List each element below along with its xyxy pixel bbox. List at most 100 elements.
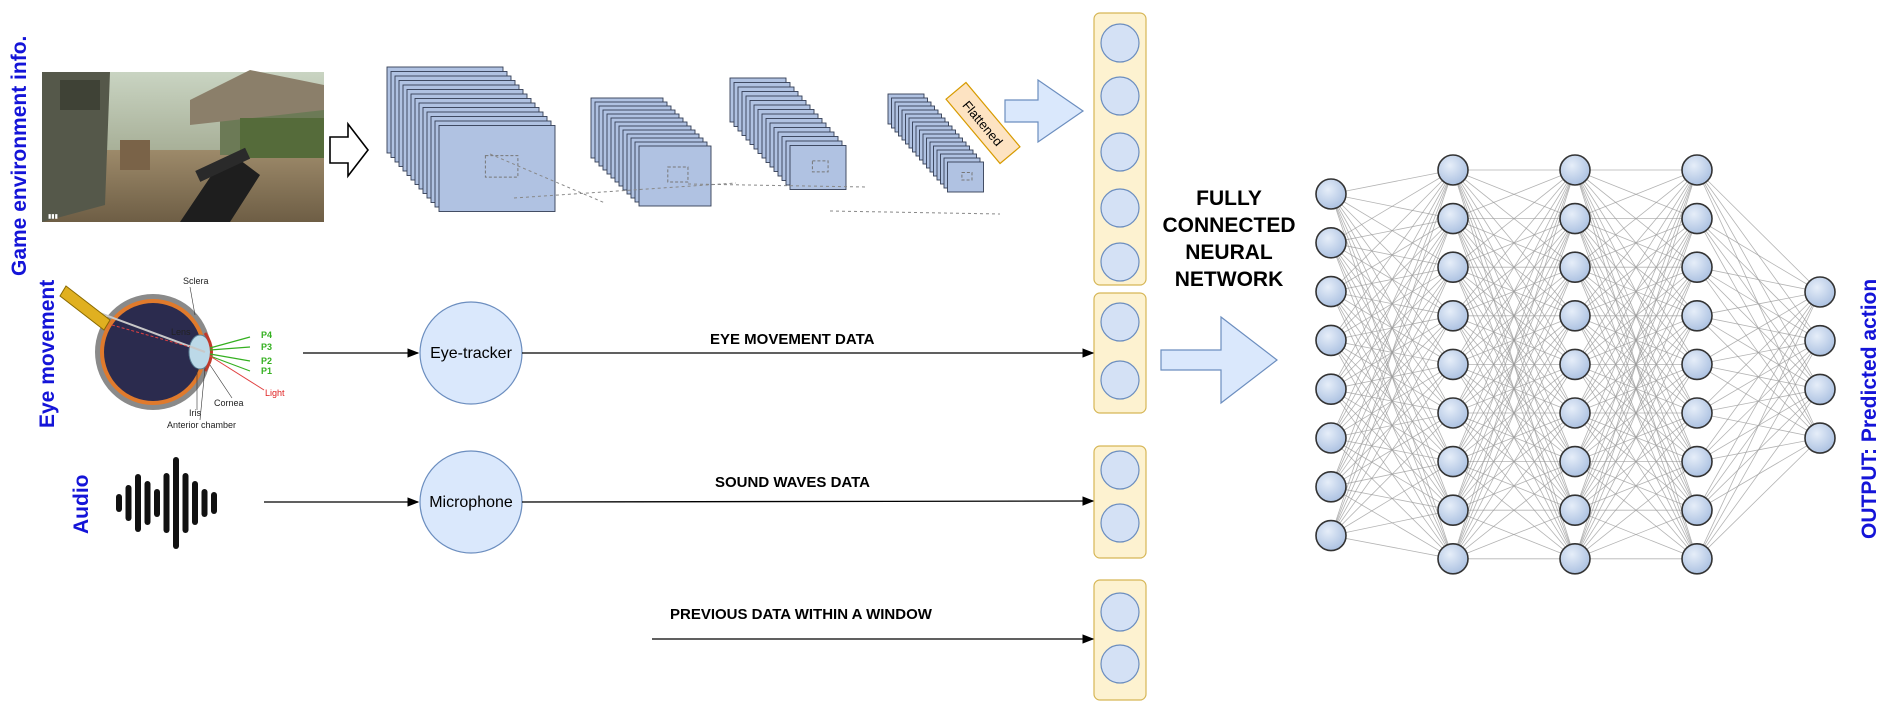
- network-neuron: [1437, 542, 1469, 575]
- network-neuron: [1681, 348, 1713, 381]
- network-edge: [1330, 315, 1454, 536]
- network-edge: [1452, 461, 1576, 560]
- network-neuron: [1437, 154, 1469, 186]
- network-edge: [1452, 169, 1576, 462]
- wave-bar: [211, 492, 217, 514]
- cnn-feature-maps: [386, 66, 1001, 215]
- network-edge: [1330, 169, 1454, 390]
- network-edge: [1696, 218, 1821, 293]
- network-neuron: [1315, 227, 1347, 259]
- network-neuron: [1681, 202, 1713, 235]
- wave-bar: [182, 473, 189, 533]
- game-screenshot: ▮▮▮: [42, 70, 324, 222]
- network-edge: [1574, 315, 1698, 559]
- lens-label: Lens: [171, 327, 191, 337]
- network-edge: [1574, 364, 1698, 560]
- network-neuron: [1315, 275, 1347, 308]
- vector-node: [1100, 188, 1140, 228]
- feature-map-stack: [887, 93, 984, 193]
- p3-label: P3: [261, 342, 272, 352]
- microphone-label: Microphone: [429, 494, 513, 511]
- iris-label: Iris: [189, 408, 201, 418]
- projection-line: [829, 210, 1001, 215]
- network-neuron: [1804, 422, 1836, 454]
- network-edge: [1452, 169, 1576, 219]
- outline-arrow-icon: [329, 121, 370, 179]
- network-edge: [1330, 412, 1454, 536]
- network-neuron: [1559, 251, 1591, 284]
- network-edge: [1452, 509, 1576, 560]
- anterior-chamber-label: Anterior chamber: [167, 420, 236, 430]
- vector-node: [1100, 76, 1140, 116]
- input-vector-box: [1093, 579, 1147, 701]
- network-neuron: [1437, 299, 1469, 332]
- network-neuron: [1437, 494, 1469, 527]
- sound-data-label: SOUND WAVES DATA: [715, 474, 870, 491]
- network-edges: [1330, 169, 1821, 560]
- network-edge: [1452, 412, 1576, 560]
- network-neuron: [1559, 348, 1591, 381]
- p1-label: P1: [261, 366, 272, 376]
- network-neuron: [1315, 470, 1347, 503]
- fc-title: FULLY CONNECTED NEURAL NETWORK: [1162, 187, 1295, 291]
- network-neuron: [1804, 373, 1836, 406]
- output-label: OUTPUT: Predicted action: [1858, 278, 1881, 539]
- network-neuron: [1437, 202, 1469, 235]
- network-edge: [1574, 509, 1698, 560]
- network-neuron: [1559, 445, 1591, 478]
- fc-title-line-4: NETWORK: [1175, 268, 1284, 291]
- network-edge: [1330, 535, 1454, 560]
- light-label: Light: [265, 388, 285, 398]
- wave-bar: [116, 494, 122, 512]
- input-vector-box: [1093, 12, 1147, 286]
- eye-anatomy-icon: Sclera Lens Cornea Iris Anterior chamber…: [59, 276, 285, 430]
- network-edge: [1452, 169, 1576, 511]
- network-neuron: [1559, 202, 1591, 235]
- network-edge: [1452, 169, 1576, 559]
- vector-node: [1100, 360, 1140, 400]
- fc-title-line-3: NEURAL: [1185, 241, 1273, 264]
- fc-title-line-2: CONNECTED: [1162, 214, 1295, 237]
- network-neuron: [1315, 373, 1347, 406]
- network-edge: [1696, 340, 1821, 559]
- network-edge: [1574, 169, 1698, 317]
- network-edge: [1574, 412, 1698, 560]
- network-edge: [1452, 364, 1576, 560]
- wave-bar: [125, 485, 132, 521]
- svg-text:▮▮▮: ▮▮▮: [48, 214, 58, 220]
- network-neuron: [1681, 542, 1713, 575]
- network-edge: [1696, 291, 1821, 365]
- eye-tracker-node: Eye-tracker: [419, 301, 523, 405]
- network-neuron: [1681, 494, 1713, 527]
- network-neuron: [1559, 494, 1591, 527]
- previous-data-label: PREVIOUS DATA WITHIN A WINDOW: [670, 606, 933, 623]
- vector-node: [1100, 503, 1140, 543]
- network-edge: [1574, 461, 1698, 560]
- network-edge: [1696, 437, 1821, 560]
- feature-map-stack: [386, 66, 556, 212]
- microphone-node: Microphone: [419, 450, 523, 554]
- neural-network: [1315, 154, 1836, 575]
- network-neuron: [1437, 397, 1469, 429]
- projection-line: [489, 153, 606, 204]
- network-edge: [1696, 291, 1821, 559]
- audio-label: Audio: [70, 474, 93, 534]
- fc-title-line-1: FULLY: [1196, 187, 1262, 210]
- network-edge: [1330, 169, 1454, 536]
- kernel-window: [811, 160, 829, 173]
- network-neuron: [1437, 348, 1469, 381]
- input-vectors: [1093, 12, 1147, 701]
- network-edge: [1330, 169, 1454, 439]
- vector-node: [1100, 132, 1140, 172]
- feature-map: [947, 161, 984, 193]
- vector-node: [1100, 450, 1140, 490]
- network-neuron: [1681, 299, 1713, 332]
- vector-node: [1100, 23, 1140, 63]
- sclera-label: Sclera: [183, 276, 209, 286]
- feature-map: [638, 145, 712, 207]
- wave-bar: [192, 481, 198, 525]
- projection-line: [513, 182, 737, 199]
- network-edge: [1574, 169, 1698, 219]
